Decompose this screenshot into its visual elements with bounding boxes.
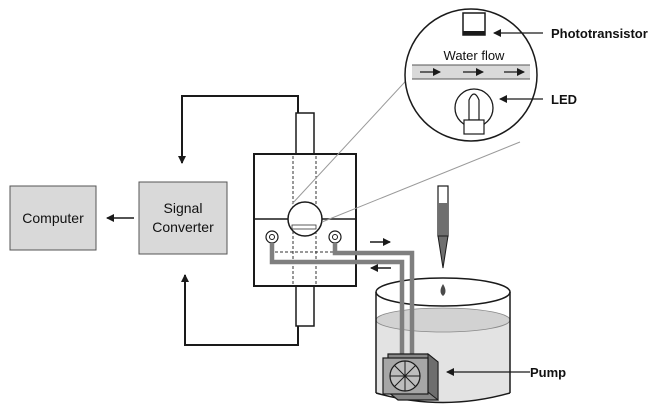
computer-box: Computer — [9, 185, 97, 251]
top-wire — [178, 95, 299, 164]
phototransistor-label: Phototransistor — [551, 26, 648, 41]
signal-converter-label-line1: Signal — [164, 200, 203, 216]
dropper — [437, 185, 449, 296]
magnified-view: Water flow — [404, 8, 538, 142]
led-label: LED — [551, 92, 577, 107]
computer-label: Computer — [22, 210, 84, 226]
pump — [382, 352, 439, 402]
pump-label: Pump — [530, 365, 566, 380]
detection-window — [287, 201, 323, 237]
bottom-tube — [295, 285, 315, 327]
bottom-wire — [181, 274, 299, 346]
callout-line-bottom — [321, 141, 521, 223]
water-flow-label: Water flow — [444, 48, 506, 63]
led-element — [454, 88, 494, 135]
signal-converter-label-line2: Converter — [152, 219, 214, 235]
tubing — [269, 243, 415, 365]
flow-cell — [253, 112, 357, 327]
top-tube — [295, 112, 315, 155]
signal-converter-box: Signal Converter — [138, 181, 228, 255]
